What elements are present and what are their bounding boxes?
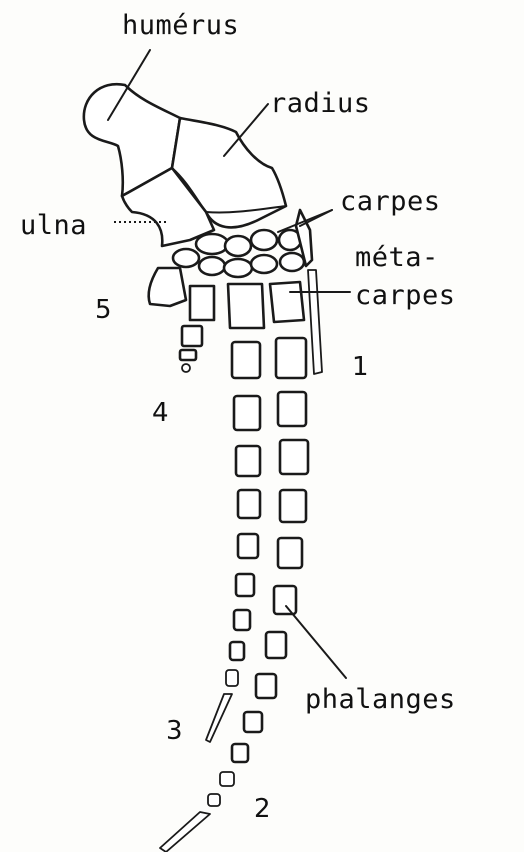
digit-number-5: 5 — [95, 297, 112, 323]
digit-number-2: 2 — [254, 796, 271, 822]
label-metacarpes-line2: carpes — [355, 282, 456, 309]
phalanges-leader — [286, 606, 346, 678]
digit-number-3: 3 — [166, 718, 183, 744]
label-phalanges: phalanges — [305, 686, 456, 713]
digit-3-phalanges — [206, 342, 260, 742]
label-metacarpes-line1: méta- — [355, 244, 439, 271]
digit-4-phalanges — [180, 326, 202, 372]
label-carpes: carpes — [340, 188, 441, 215]
digit-number-4: 4 — [152, 400, 169, 426]
label-humerus: humérus — [122, 12, 239, 39]
label-ulna: ulna — [20, 212, 87, 239]
digit-number-1: 1 — [352, 354, 369, 380]
label-radius: radius — [270, 90, 371, 117]
